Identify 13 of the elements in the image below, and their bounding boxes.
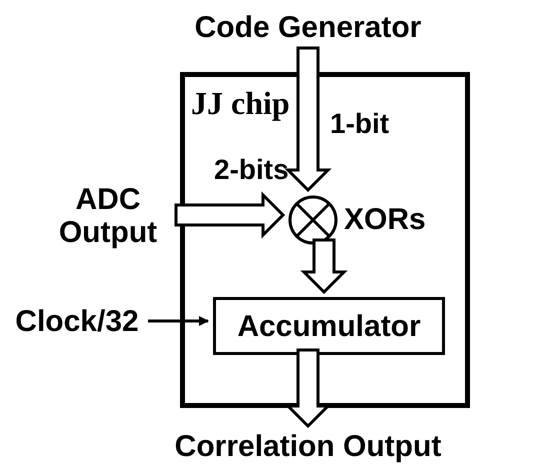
xor-label: XORs (344, 205, 426, 235)
io-label: Clock/32 (6, 304, 148, 338)
chip-label: JJ chip (191, 87, 290, 119)
accumulator-box: Accumulator (213, 297, 445, 355)
edge-label: 1-bit (330, 110, 390, 138)
block-arrow (284, 46, 332, 192)
io-label: ADC Output (40, 178, 176, 254)
io-label: Code Generator (158, 6, 458, 48)
block-arrow (300, 238, 348, 294)
arrow (148, 316, 209, 326)
block-arrow (174, 191, 286, 239)
edge-label: 2-bits (214, 156, 289, 184)
io-label: Correlation Output (143, 426, 473, 466)
